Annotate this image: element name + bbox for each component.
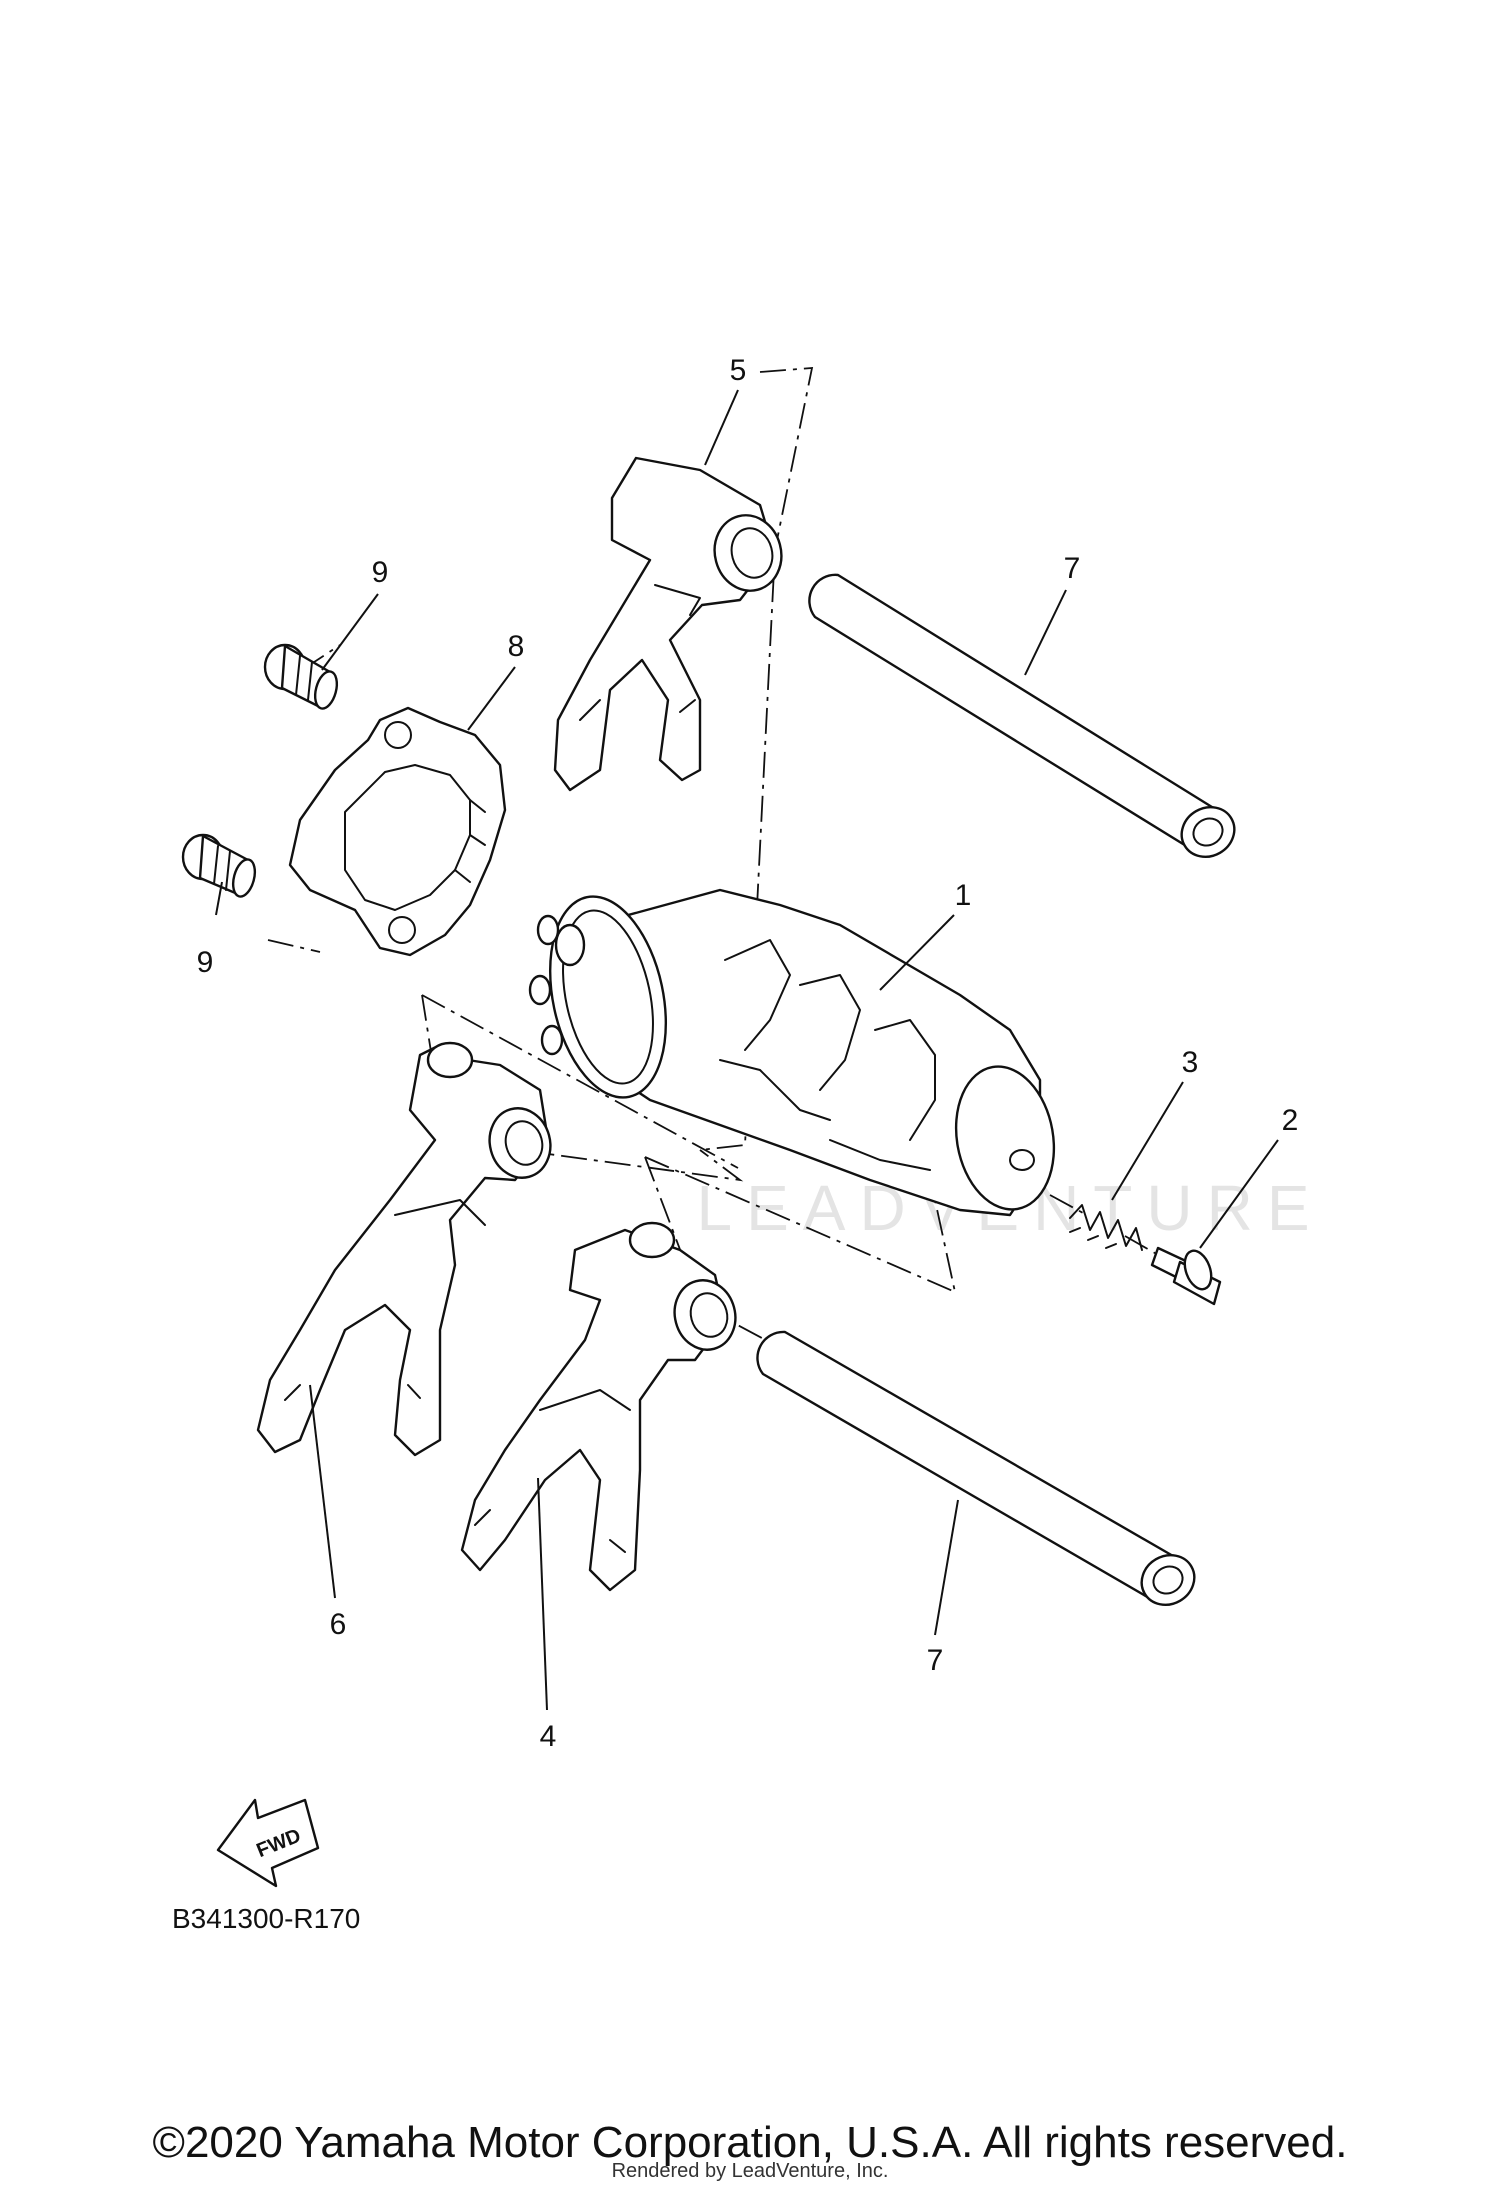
callout-leader-lines	[215, 389, 1279, 1711]
shift-fork-4	[460, 1221, 737, 1592]
callout-1: 1	[955, 879, 972, 912]
shift-fork-6	[256, 1041, 552, 1457]
callout-3: 3	[1182, 1046, 1199, 1079]
callout-9-upper: 9	[372, 556, 389, 589]
shift-fork-guide-bar-lower	[756, 1330, 1196, 1606]
rendered-by-credit: Rendered by LeadVenture, Inc.	[611, 2160, 889, 2182]
callout-6: 6	[330, 1608, 347, 1641]
bolt-9-lower	[181, 833, 257, 898]
shift-fork-5	[553, 456, 783, 792]
pin-2	[1150, 1246, 1222, 1306]
forward-direction-arrow: FWD	[216, 1798, 320, 1888]
copyright-notice: ©2020 Yamaha Motor Corporation, U.S.A. A…	[152, 2118, 1348, 2167]
callout-5: 5	[730, 354, 747, 387]
spring-3	[1069, 1204, 1143, 1251]
bolt-9-upper	[263, 643, 339, 710]
callout-numbers: 5 7 9 8 9 1 3 2 6 4 7	[197, 354, 1299, 1753]
callout-9-lower: 9	[197, 946, 214, 979]
callout-2: 2	[1282, 1104, 1299, 1137]
diagram-reference-code: B341300-R170	[172, 1903, 360, 1934]
callout-4: 4	[540, 1720, 557, 1753]
callout-8: 8	[508, 630, 525, 663]
shift-fork-guide-bar-upper	[808, 573, 1236, 858]
shift-cam-1	[528, 888, 1056, 1217]
callout-7-upper: 7	[1064, 552, 1081, 585]
callout-7-lower: 7	[927, 1644, 944, 1677]
stopper-plate-8	[288, 706, 507, 957]
